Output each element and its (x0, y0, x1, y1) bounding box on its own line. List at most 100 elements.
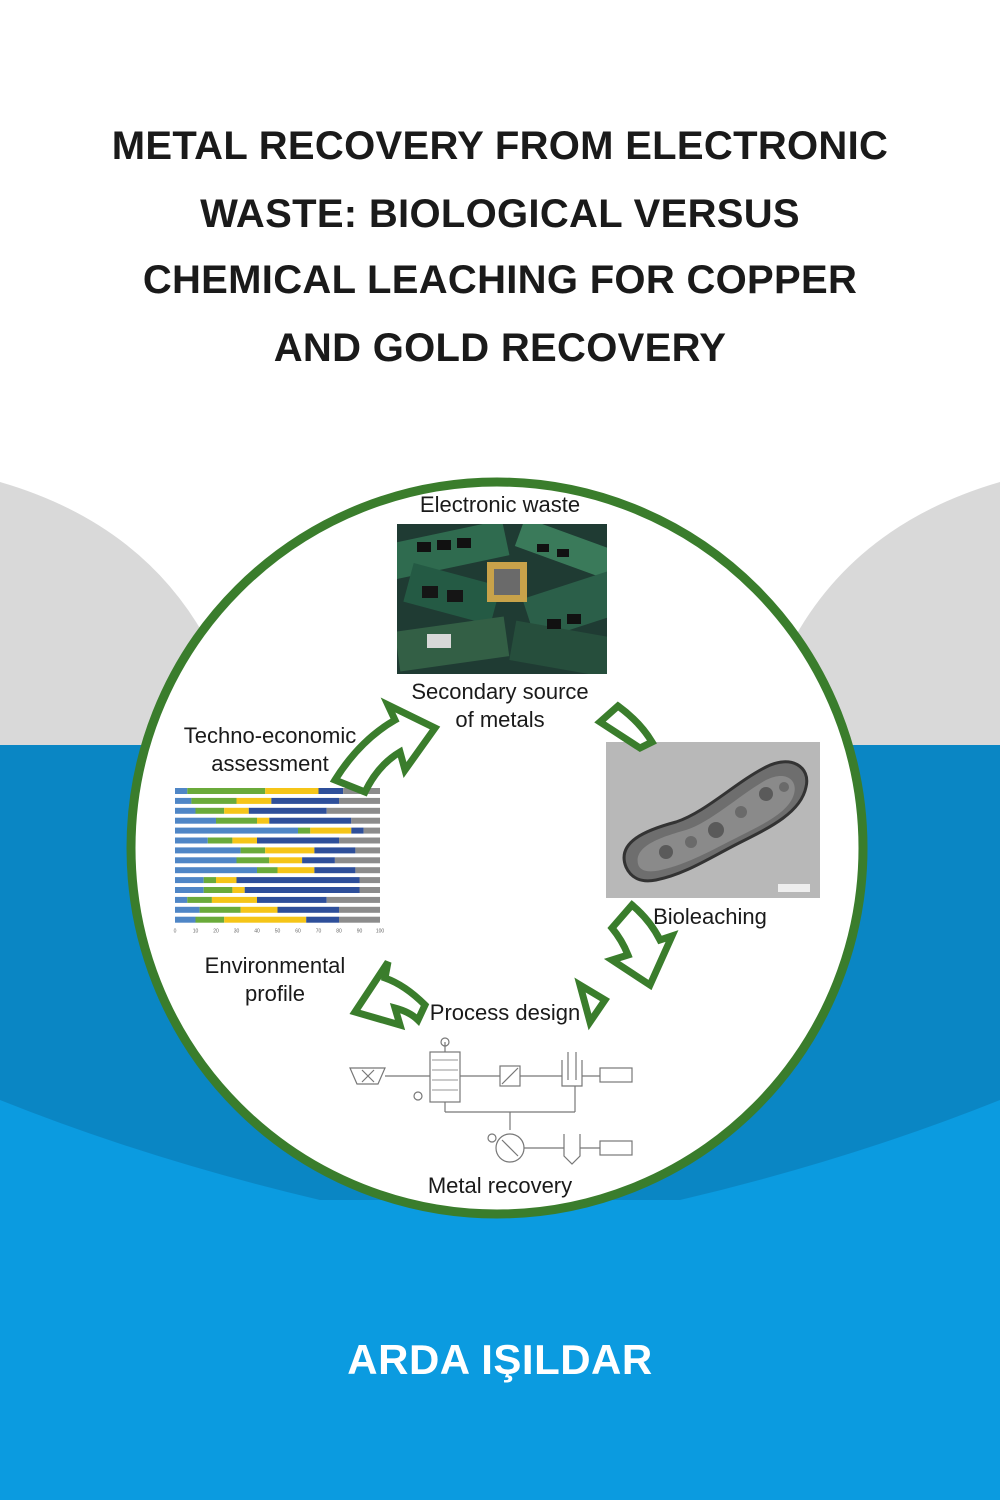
chart-bar-segment (187, 788, 266, 794)
chart-bar-segment (277, 906, 339, 913)
chart-bar-segment (339, 797, 380, 804)
label-metal-recovery: Metal recovery (427, 1173, 573, 1198)
author-name: ARDA IŞILDAR (347, 1336, 653, 1383)
chart-bar-segment (175, 817, 216, 824)
chart-bar-segment (175, 827, 298, 834)
chart-bar-segment (203, 877, 216, 884)
diagram-circle (126, 477, 868, 1219)
chart-bar-segment (175, 837, 208, 844)
chart-bar-segment (175, 788, 188, 794)
chart-bar-segment (363, 827, 380, 834)
chart-bar-segment (207, 837, 233, 844)
chart-bar-segment (175, 857, 237, 864)
label-secondary-source-1: Secondary source (411, 679, 589, 704)
chart-bar-segment (175, 906, 200, 913)
label-techno-2: assessment (211, 751, 329, 776)
chart-tick-label: 50 (275, 929, 281, 935)
chart-bar-segment (339, 906, 380, 913)
chart-bar-segment (216, 877, 237, 884)
arrow-process-to-environment (349, 960, 430, 1031)
chart-tick-label: 40 (254, 929, 260, 935)
chart-bar-segment (216, 817, 257, 824)
chart-bar-segment (236, 877, 360, 884)
chart-bar-segment (257, 896, 327, 903)
process-design-schematic (349, 1037, 633, 1165)
chart-bar-segment (269, 857, 303, 864)
chart-bar-segment (355, 847, 380, 854)
chart-bar-segment (175, 867, 257, 874)
chart-bar-segment (326, 896, 380, 903)
electronic-waste-photo (397, 524, 607, 674)
environmental-profile-chart: 0 10 20 30 40 50 60 70 80 90 100 (174, 788, 385, 935)
chart-bar-segment (232, 887, 245, 893)
arrow-source-to-bioleaching (594, 701, 657, 753)
title-line-1: METAL RECOVERY FROM ELECTRONIC (111, 124, 889, 168)
label-process-design: Process design (429, 1000, 581, 1025)
chart-bar-segment (302, 857, 335, 864)
chart-bar-segment (314, 867, 356, 874)
chart-bar-segment (355, 867, 380, 874)
title-line-2: WASTE: BIOLOGICAL VERSUS (200, 192, 800, 236)
chart-bar-segment (298, 827, 311, 834)
chart-bar-segment (339, 837, 380, 844)
chart-bar-segment (257, 817, 270, 824)
label-environmental-2: profile (245, 981, 305, 1006)
chart-bar-segment (175, 916, 196, 923)
chart-bar-segment (187, 896, 212, 903)
chart-bar-segment (191, 797, 237, 804)
chart-tick-label: 80 (336, 929, 342, 935)
chart-tick-label: 20 (213, 929, 219, 935)
chart-bar-segment (240, 847, 266, 854)
label-secondary-source-2: of metals (455, 707, 545, 732)
chart-bar-segment (224, 916, 307, 923)
chart-bar-segment (326, 807, 380, 814)
chart-tick-label: 90 (357, 929, 363, 935)
arrow-techno-to-source (329, 697, 441, 797)
chart-bar-segment (195, 916, 225, 923)
label-techno-1: Techno-economic (183, 723, 357, 748)
chart-bar-segment (236, 857, 270, 864)
chart-bar-segment (175, 896, 188, 903)
title-line-3: CHEMICAL LEACHING FOR COPPER (142, 258, 858, 302)
chart-bar-segment (351, 827, 364, 834)
chart-bar-segment (211, 896, 257, 903)
chart-tick-label: 100 (376, 929, 385, 935)
chart-bar-segment (236, 797, 272, 804)
chart-bar-segment (175, 847, 241, 854)
chart-tick-label: 0 (174, 929, 177, 935)
chart-bar-segment (175, 807, 196, 814)
chart-bar-segment (265, 847, 315, 854)
chart-bar-segment (257, 867, 278, 874)
chart-bar-segment (257, 837, 339, 844)
chart-bar-segment (244, 887, 360, 893)
chart-bar-segment (310, 827, 352, 834)
chart-bar-segment (199, 906, 241, 913)
chart-tick-label: 30 (234, 929, 240, 935)
chart-bar-segment (339, 916, 380, 923)
chart-bar-segment (240, 906, 278, 913)
label-bioleaching: Bioleaching (653, 904, 767, 929)
arrow-right-to-process (574, 977, 610, 1031)
chart-tick-label: 10 (193, 929, 199, 935)
chart-bar-segment (314, 847, 356, 854)
chart-bar-segment (271, 797, 339, 804)
title-line-4: AND GOLD RECOVERY (273, 326, 727, 370)
chart-bar-segment (269, 817, 352, 824)
chart-bar-segment (175, 877, 204, 884)
chart-bar-segment (359, 877, 380, 884)
chart-tick-label: 70 (316, 929, 322, 935)
chart-bar-segment (175, 797, 192, 804)
chart-bar-segment (351, 817, 380, 824)
chart-bar-segment (175, 887, 204, 893)
chart-bar-segment (306, 916, 339, 923)
chart-tick-label: 60 (295, 929, 301, 935)
chart-bar-segment (224, 807, 249, 814)
chart-bar-segment (318, 788, 344, 794)
label-environmental-1: Environmental (204, 953, 346, 978)
chart-bar-segment (195, 807, 225, 814)
chart-bar-segment (203, 887, 233, 893)
chart-bar-segment (277, 867, 315, 874)
chart-bar-segment (359, 887, 380, 893)
